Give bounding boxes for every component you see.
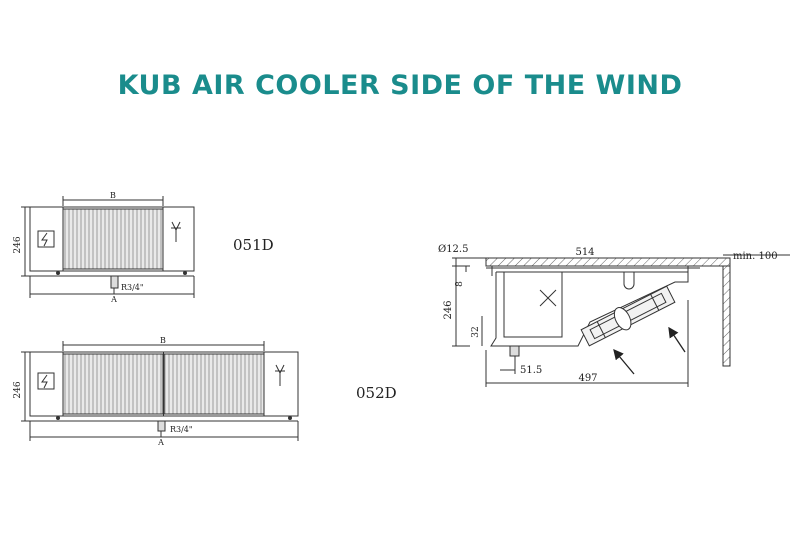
side-dim-514: 514 bbox=[575, 247, 594, 258]
side-view-drawing bbox=[452, 254, 790, 387]
unit-051d-pipe-label: R3/4" bbox=[121, 283, 144, 292]
side-dim-497: 497 bbox=[578, 373, 597, 384]
unit-051d-dim-b: B bbox=[110, 191, 116, 200]
ceiling-slab bbox=[485, 257, 731, 267]
side-coil-box bbox=[503, 271, 563, 338]
unit-052d-dim-a: A bbox=[157, 438, 164, 447]
unit-051d-model-label: 051D bbox=[233, 236, 274, 254]
unit-052d-dim-b: B bbox=[160, 336, 166, 345]
side-dim-51-5: 51.5 bbox=[520, 365, 542, 376]
side-dim-246: 246 bbox=[443, 300, 454, 319]
electrical-hazard-icon bbox=[37, 230, 55, 248]
unit-052d-coil-left bbox=[62, 353, 164, 415]
fan-symbol-icon bbox=[171, 221, 181, 242]
unit-052d-pipe-label: R3/4" bbox=[170, 425, 193, 434]
page-title: KUB AIR COOLER SIDE OF THE WIND bbox=[117, 70, 683, 101]
unit-052d-model-label: 052D bbox=[356, 384, 397, 402]
electrical-hazard-icon bbox=[37, 372, 55, 390]
unit-051d-coil bbox=[62, 208, 164, 270]
side-dim-min100: min. 100 bbox=[733, 251, 778, 262]
airflow-arrow-icon bbox=[613, 326, 686, 375]
side-dim-diameter: Ø12.5 bbox=[438, 244, 468, 255]
unit-051d-dim-a: A bbox=[110, 295, 117, 304]
side-dim-8: 8 bbox=[455, 281, 465, 287]
unit-051d-dim-height: 246 bbox=[13, 236, 23, 253]
side-fan bbox=[580, 285, 676, 347]
side-wall bbox=[722, 265, 731, 367]
unit-052d-drawing bbox=[21, 341, 299, 441]
unit-051d-drawing bbox=[21, 196, 195, 298]
fan-symbol-icon bbox=[275, 364, 285, 386]
unit-052d-dim-height: 246 bbox=[13, 381, 23, 398]
side-dim-32: 32 bbox=[471, 326, 481, 337]
unit-052d-coil-right bbox=[163, 353, 265, 415]
